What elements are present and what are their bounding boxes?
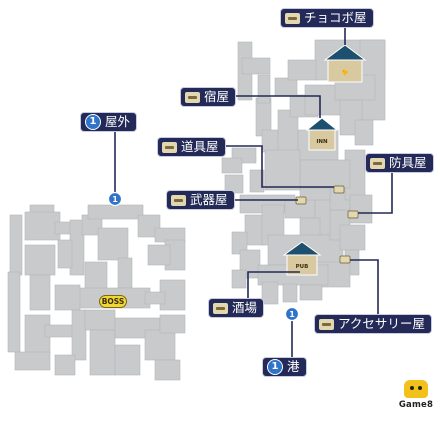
shop-icon: [319, 318, 334, 330]
label-outside: 1 屋外: [80, 112, 138, 132]
exit-marker-port: 1: [289, 310, 295, 319]
label-inn: 宿屋: [180, 87, 237, 107]
pub-icon: [213, 302, 228, 314]
shop-icon: [162, 141, 177, 153]
label-pub-text: 酒場: [232, 299, 258, 315]
label-pub: 酒場: [208, 298, 265, 318]
exit-number-icon: 1: [267, 359, 283, 375]
label-armor-shop-text: 防具屋: [389, 154, 427, 170]
label-outside-text: 屋外: [105, 113, 131, 129]
label-chocobo-text: チョコボ屋: [304, 9, 367, 25]
label-item-shop-text: 道具屋: [181, 138, 219, 154]
label-armor-shop: 防具屋: [365, 153, 434, 173]
inn-icon: [185, 91, 200, 103]
brand-name: Game8: [398, 400, 434, 410]
label-accessory-shop-text: アクセサリー屋: [338, 315, 425, 331]
shop-icon: [285, 12, 300, 24]
chocobo-building-sign: 🐤: [342, 69, 349, 76]
shop-icon: [370, 157, 385, 169]
exit-number-icon: 1: [85, 114, 101, 130]
label-accessory-shop: アクセサリー屋: [314, 314, 432, 334]
label-weapon-shop: 武器屋: [166, 190, 235, 210]
pub-building-sign: PUB: [296, 264, 309, 270]
exit-marker-outside: 1: [112, 195, 118, 204]
label-weapon-shop-text: 武器屋: [190, 191, 228, 207]
brand-logo: Game8: [392, 380, 440, 410]
label-port-text: 港: [287, 358, 300, 374]
label-chocobo: チョコボ屋: [280, 8, 374, 28]
label-port: 1 港: [262, 357, 307, 377]
inn-building-sign: INN: [316, 139, 328, 145]
boss-marker: BOSS: [99, 295, 127, 308]
label-inn-text: 宿屋: [204, 88, 230, 104]
mascot-icon: [404, 380, 428, 398]
shop-icon: [171, 194, 186, 206]
label-item-shop: 道具屋: [157, 137, 226, 157]
